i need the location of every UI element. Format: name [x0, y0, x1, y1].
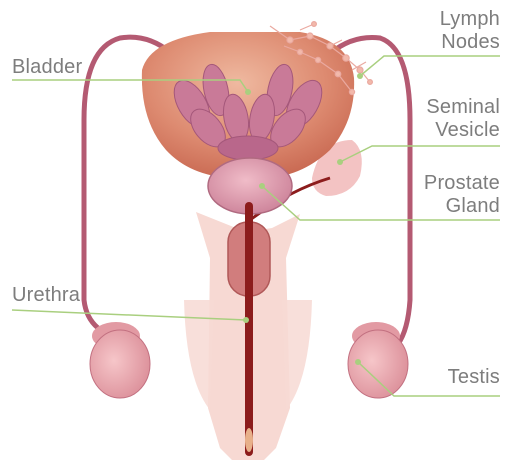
label-lymph-nodes-line2: Nodes — [440, 31, 500, 54]
label-testis-text: Testis — [448, 366, 500, 389]
label-urethra-text: Urethra — [12, 284, 80, 307]
leader-dot-prostate-gland — [259, 183, 265, 189]
label-testis: Testis — [448, 366, 500, 389]
label-seminal-vesicle-line1: Seminal — [426, 96, 500, 119]
label-prostate-gland: Prostate Gland — [424, 172, 500, 218]
label-bladder: Bladder — [12, 56, 82, 79]
label-urethra: Urethra — [12, 284, 80, 307]
leader-line-lymph-nodes — [360, 56, 500, 76]
label-bladder-text: Bladder — [12, 56, 82, 79]
label-prostate-gland-line1: Prostate — [424, 172, 500, 195]
label-seminal-vesicle: Seminal Vesicle — [426, 96, 500, 142]
testis-left — [90, 322, 150, 398]
label-lymph-nodes-line1: Lymph — [440, 8, 500, 31]
leader-dot-bladder — [245, 89, 251, 95]
label-prostate-gland-line2: Gland — [424, 195, 500, 218]
leader-line-seminal-vesicle — [340, 146, 500, 162]
urethra-tip — [245, 428, 253, 452]
leader-dot-seminal-vesicle — [337, 159, 343, 165]
label-lymph-nodes: Lymph Nodes — [440, 8, 500, 54]
leader-dot-testis — [355, 359, 361, 365]
label-seminal-vesicle-line2: Vesicle — [426, 119, 500, 142]
leader-dot-urethra — [243, 317, 249, 323]
leader-dot-lymph-nodes — [357, 73, 363, 79]
